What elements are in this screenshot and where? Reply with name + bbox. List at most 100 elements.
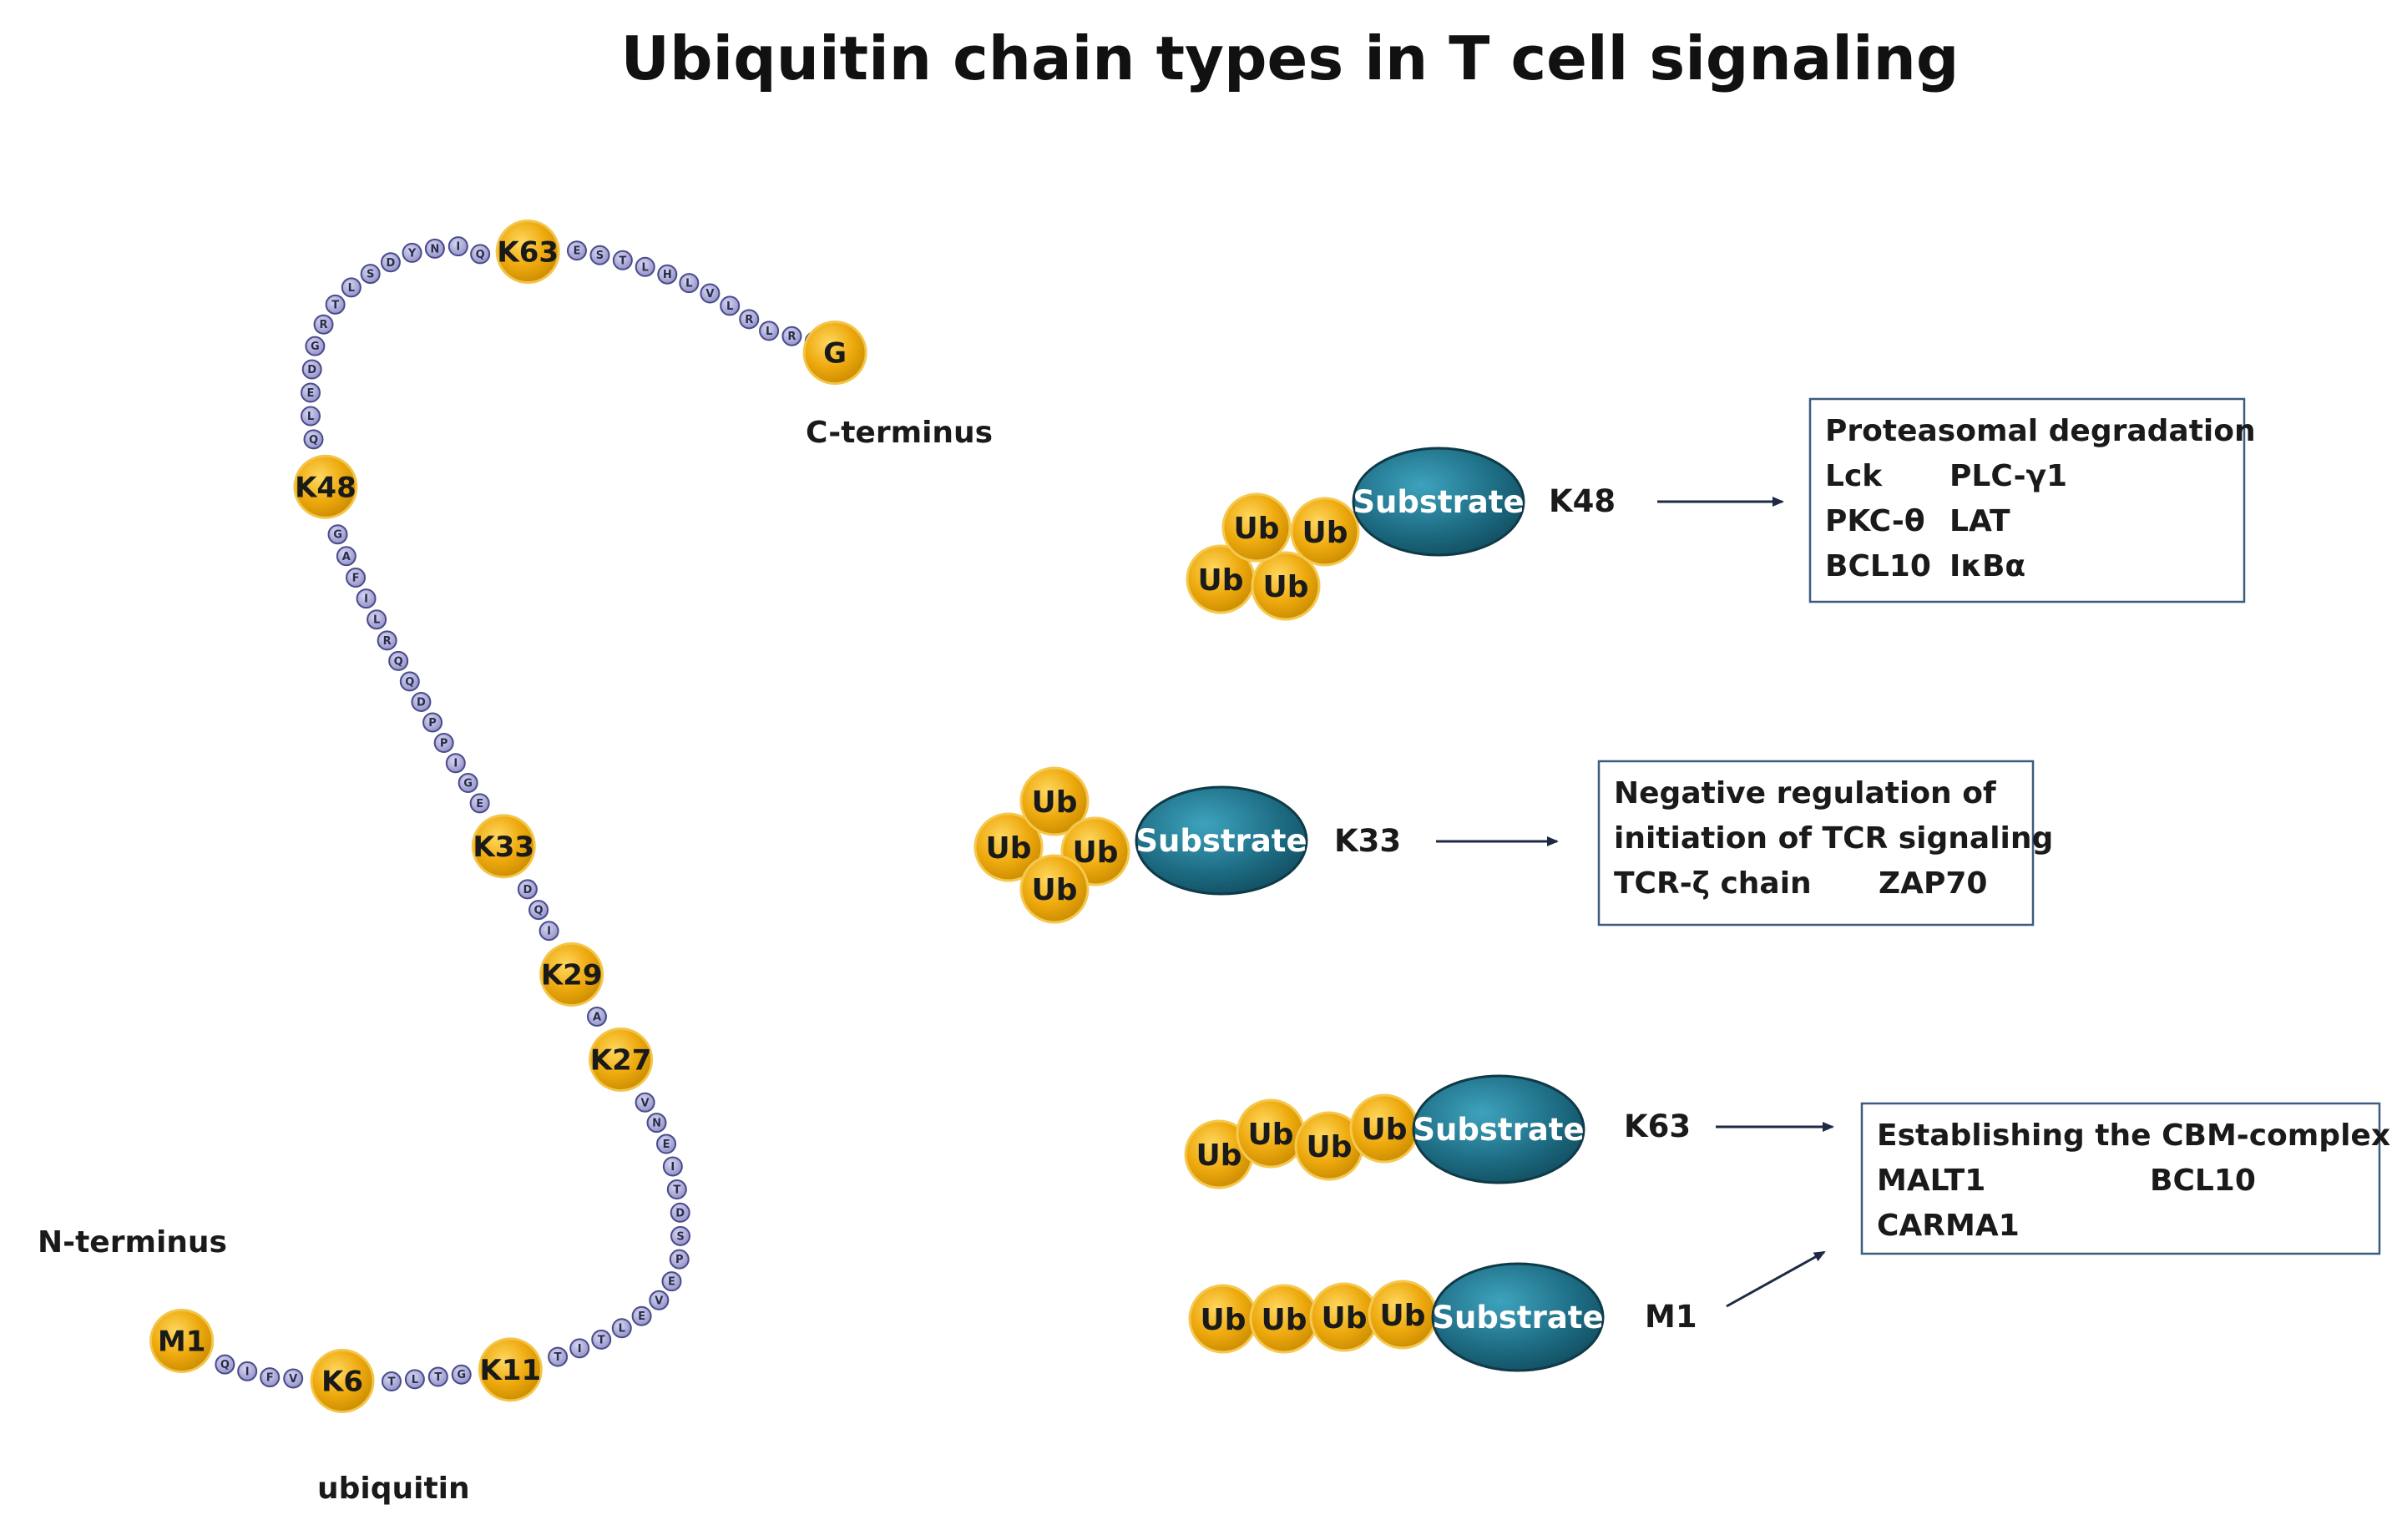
residue: L [611,1318,632,1339]
ubiquitin-bead: Ub [1188,1284,1258,1354]
residue-letter: V [289,1373,297,1386]
residue-letter: T [598,1334,605,1346]
residue-letter: G [463,778,473,790]
box-text: MALT1 [1877,1164,1985,1198]
residue: P [669,1249,690,1270]
residue-letter: A [593,1011,601,1023]
ubiquitin-bead: Ub [1184,1119,1254,1189]
residue-letter: P [675,1254,684,1266]
ubiquitin-bead: Ub [1019,854,1090,924]
substrate: Substrate [1352,447,1525,557]
residue: E [631,1305,652,1326]
residue: V [649,1290,670,1310]
residue: H [657,264,678,285]
residue-letter: F [266,1372,274,1385]
substrate-label: Substrate [1432,1300,1603,1336]
residue: S [360,264,381,285]
residue-letter: P [428,717,437,730]
residue-letter: R [383,635,392,648]
residue-letter: L [619,1323,625,1336]
residue-letter: I [670,1161,675,1174]
residue-letter: G [457,1369,466,1381]
residue: Y [402,242,422,263]
residue: G [451,1364,472,1385]
residue-k48: K48 [293,454,358,519]
residue-letter: R [787,331,796,343]
residue-k63: K63 [495,220,560,285]
residue: L [759,321,780,341]
ub-label: Ub [1196,1139,1241,1173]
residue: T [548,1346,569,1367]
residue-m1: M1 [149,1308,215,1373]
residue-label: K29 [541,958,603,992]
residue: E [301,382,321,403]
residue: P [422,712,443,733]
residue-letter: N [652,1118,661,1130]
linkage-label: K48 [1549,483,1616,519]
residue: Q [528,900,549,921]
residue-letter: T [554,1351,562,1364]
residue-letter: Y [407,247,417,260]
residue-letter: L [348,282,355,295]
residue: D [380,252,401,273]
residue-label: K63 [497,236,559,270]
residue: I [356,588,377,609]
residue-letter: Q [405,676,414,689]
box-text: CARMA1 [1877,1209,2020,1243]
residue-letter: L [642,261,649,274]
ubiquitin-bead: Ub [1249,1284,1319,1354]
residue: N [646,1113,667,1134]
residue: L [404,1369,425,1390]
residue-label: K48 [295,471,357,504]
residue: I [445,753,466,774]
residue: D [411,691,432,712]
residue-label: K27 [590,1043,652,1077]
ub-label: Ub [1197,563,1243,598]
residue-letter: Q [309,434,318,447]
residue: E [469,793,490,814]
residue-letter: D [523,884,532,896]
box-text: LAT [1949,504,2010,538]
substrate-label: Substrate [1135,823,1307,859]
residue: V [700,283,721,304]
residue-letter: V [655,1295,663,1307]
residue-letter: I [453,758,458,770]
ub-label: Ub [985,831,1031,866]
residue-letter: Q [476,249,485,261]
ubiquitin-bead: Ub [1186,544,1256,614]
residue-letter: S [596,250,604,262]
residue-letter: Q [534,905,544,917]
substrate: Substrate [1412,1074,1585,1184]
ub-label: Ub [1379,1299,1425,1333]
ubiquitin-bead: Ub [1251,551,1321,621]
residue-letter: N [430,243,439,255]
ub-label: Ub [1306,1130,1352,1164]
residue: T [666,1179,687,1200]
linkage-label: M1 [1645,1299,1697,1335]
residue-letter: S [367,269,374,281]
residue-label: K6 [321,1365,363,1398]
residue-letter: G [311,341,320,353]
residue-label: M1 [158,1325,206,1358]
ub-label: Ub [1031,785,1077,820]
residue: D [517,879,538,900]
ubiquitin-bead: Ub [1290,497,1360,567]
residue-g: G [802,321,867,386]
residue: T [612,250,633,270]
ubiquitin-label: ubiquitin [317,1472,470,1506]
residue: A [586,1006,607,1027]
residue-letter: V [641,1097,650,1109]
residue: S [589,245,610,265]
residue: R [313,314,334,335]
residue: T [427,1366,448,1387]
residue: I [569,1338,590,1359]
ub-label: Ub [1321,1301,1367,1336]
residue-letter: R [745,314,753,326]
residue: E [566,240,587,261]
residue-letter: E [668,1276,675,1289]
